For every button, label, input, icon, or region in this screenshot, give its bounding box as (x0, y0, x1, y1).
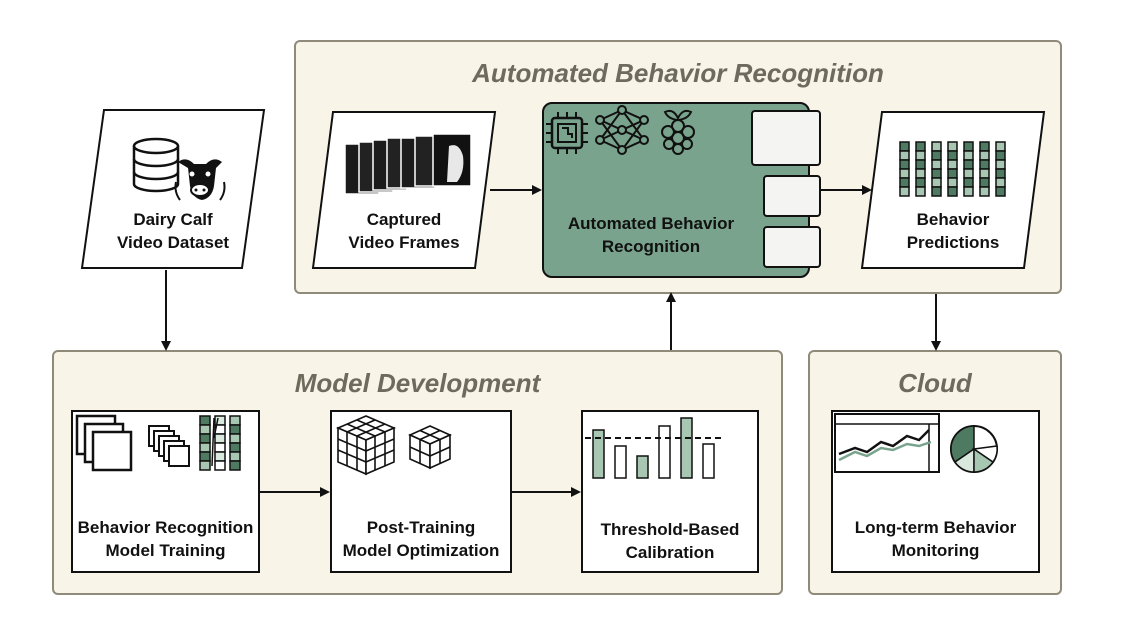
training-label-1: Behavior Recognition (77, 518, 254, 537)
pie-chart-icon (950, 425, 999, 473)
optimization-node[interactable]: Post-Training Model Optimization (330, 410, 512, 573)
prediction-columns-icon (899, 141, 1006, 197)
frames-label-1: Captured (366, 210, 442, 229)
engine-label-1: Automated Behavior (567, 214, 735, 233)
engine-tab-top (751, 110, 821, 166)
predictions-node[interactable]: Behavior Predictions (860, 110, 1046, 270)
frames-node[interactable]: Captured Video Frames (311, 110, 497, 270)
calibration-label-2: Calibration (625, 543, 715, 562)
neural-network-icon (595, 105, 650, 155)
calibration-node[interactable]: Threshold-Based Calibration (581, 410, 759, 573)
dataset-label-2: Video Dataset (116, 233, 230, 252)
predictions-label-2: Predictions (906, 233, 1000, 252)
dataset-label-1: Dairy Calf (133, 210, 213, 229)
feature-maps-icon (148, 425, 191, 467)
dataset-node[interactable]: Dairy Calf Video Dataset (80, 108, 266, 270)
calibration-label-1: Threshold-Based (600, 520, 740, 539)
engine-tab-middle (763, 175, 821, 217)
layered-squares-icon (75, 414, 133, 472)
stacked-columns-icon (199, 415, 241, 471)
optimization-label-2: Model Optimization (342, 541, 500, 560)
monitoring-label-2: Monitoring (891, 541, 980, 560)
raspberry-pi-icon (660, 109, 695, 155)
cow-head-icon (174, 159, 226, 201)
cloud-panel-title: Cloud (898, 368, 972, 398)
engine-label-2: Recognition (601, 237, 701, 256)
video-frames-stack-icon (344, 133, 472, 195)
predictions-label-1: Behavior (916, 210, 990, 229)
monitoring-label-1: Long-term Behavior (854, 518, 1017, 537)
cube-grid-icon (335, 415, 452, 476)
frames-label-2: Video Frames (348, 233, 460, 252)
line-chart-icon (834, 413, 940, 473)
engine-tab-bottom (763, 226, 821, 268)
database-icon (132, 137, 180, 193)
processor-chip-icon (546, 112, 588, 154)
threshold-bars-icon (585, 417, 721, 479)
recognition-panel-title: Automated Behavior Recognition (472, 58, 884, 88)
monitoring-node[interactable]: Long-term Behavior Monitoring (831, 410, 1040, 573)
training-node[interactable]: Behavior Recognition Model Training (71, 410, 260, 573)
training-label-2: Model Training (105, 541, 226, 560)
development-panel-title: Model Development (294, 368, 541, 398)
optimization-label-1: Post-Training (366, 518, 476, 537)
